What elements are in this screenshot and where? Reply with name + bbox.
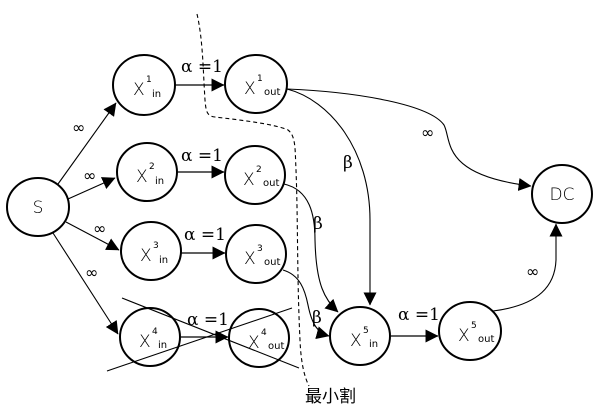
edge-label-x3out-x5in: β bbox=[312, 308, 322, 328]
node-x1in-sup: 1 bbox=[146, 75, 152, 85]
node-x5in: X 5 in bbox=[329, 306, 391, 366]
node-x1in: X 1 in bbox=[112, 54, 176, 116]
node-x4out-sub: out bbox=[268, 341, 284, 352]
cross-out-line-1 bbox=[121, 297, 300, 369]
node-x2out-sub: out bbox=[263, 178, 279, 189]
node-x5in-sup: 5 bbox=[363, 326, 369, 336]
edge-label-s-x2in: ∞ bbox=[83, 166, 96, 185]
node-x4in-base: X bbox=[139, 332, 151, 352]
edge-label-x5out-dc: ∞ bbox=[526, 262, 539, 281]
node-x1out: X 1 out bbox=[224, 54, 288, 114]
node-x5out-base: X bbox=[458, 326, 470, 346]
node-x2out-sup: 2 bbox=[256, 165, 262, 175]
node-dc: DC bbox=[531, 164, 593, 224]
node-x2in: X 2 in bbox=[116, 142, 178, 202]
edge-x2out-x5in: β bbox=[283, 183, 339, 313]
edge-x5in-x5out: α =1 bbox=[391, 305, 440, 343]
edge-x3in-x3out: α =1 bbox=[181, 225, 226, 260]
node-x1out-base: X bbox=[244, 79, 256, 99]
edge-x4in-x4out: α =1 bbox=[181, 310, 229, 344]
edge-label-x2out-x5in: β bbox=[313, 214, 323, 234]
node-x4in-sup: 4 bbox=[152, 327, 158, 337]
node-x4in: X 4 in bbox=[119, 307, 181, 367]
edge-label-s-x4in: ∞ bbox=[85, 263, 98, 282]
node-x2out-base: X bbox=[243, 170, 255, 190]
node-x5in-sub: in bbox=[369, 339, 378, 350]
node-x1in-sub: in bbox=[152, 89, 161, 100]
node-x3in-sup: 3 bbox=[153, 241, 159, 251]
node-x2in-sup: 2 bbox=[149, 162, 155, 172]
edge-label-x5: α =1 bbox=[398, 305, 440, 325]
node-s-label: S bbox=[33, 198, 44, 218]
node-x3in-base: X bbox=[140, 246, 152, 266]
edge-x3out-x5in: β bbox=[282, 269, 330, 339]
cross-out-mark bbox=[106, 297, 300, 372]
edge-s-x1in: ∞ bbox=[57, 102, 117, 185]
node-x5in-base: X bbox=[350, 331, 362, 351]
edge-s-x4in: ∞ bbox=[52, 232, 119, 335]
node-x3in-sub: in bbox=[159, 255, 168, 266]
node-x3out: X 3 out bbox=[225, 224, 287, 284]
node-x5out: X 5 out bbox=[438, 301, 502, 361]
edge-label-x3: α =1 bbox=[184, 225, 226, 245]
edge-label-x1out-dc: ∞ bbox=[421, 123, 434, 142]
node-x2in-base: X bbox=[136, 167, 148, 187]
min-cut-line bbox=[196, 13, 310, 387]
edge-s-x3in: ∞ bbox=[65, 219, 120, 251]
edge-label-x4: α =1 bbox=[187, 310, 229, 330]
node-x3out-sub: out bbox=[264, 257, 280, 268]
edge-x5out-dc: ∞ bbox=[492, 223, 563, 312]
edge-label-s-x1in: ∞ bbox=[72, 118, 85, 137]
node-x4out-sup: 4 bbox=[261, 328, 267, 338]
node-x3in: X 3 in bbox=[120, 221, 182, 281]
node-x2out: X 2 out bbox=[224, 145, 286, 205]
node-x4in-sub: in bbox=[158, 340, 167, 351]
edge-x1out-x5in: β bbox=[286, 88, 377, 306]
node-x3out-base: X bbox=[244, 249, 256, 269]
node-x1out-sub: out bbox=[264, 87, 280, 98]
min-cut-label: 最小割 bbox=[305, 387, 356, 407]
node-x5out-sub: out bbox=[478, 334, 494, 345]
edge-x2in-x2out: α =1 bbox=[178, 146, 225, 179]
edge-label-x2: α =1 bbox=[181, 146, 223, 166]
node-s: S bbox=[6, 177, 70, 237]
node-x1in-base: X bbox=[133, 80, 145, 100]
node-x2in-sub: in bbox=[155, 176, 164, 187]
node-dc-label: DC bbox=[550, 185, 575, 205]
node-x4out: X 4 out bbox=[228, 308, 290, 368]
cross-out-line-2 bbox=[106, 307, 293, 372]
edge-x1out-dc: ∞ bbox=[286, 88, 532, 191]
node-x3out-sup: 3 bbox=[257, 244, 263, 254]
edge-label-x1out-x5in: β bbox=[343, 153, 353, 173]
edge-x1in-x1out: α =1 bbox=[175, 57, 225, 92]
edge-s-x2in: ∞ bbox=[67, 166, 116, 200]
node-x5out-sup: 5 bbox=[471, 321, 477, 331]
node-x1out-sup: 1 bbox=[257, 74, 263, 84]
node-x4out-base: X bbox=[248, 333, 260, 353]
edge-label-s-x3in: ∞ bbox=[93, 219, 106, 238]
edge-label-x1: α =1 bbox=[181, 57, 223, 77]
